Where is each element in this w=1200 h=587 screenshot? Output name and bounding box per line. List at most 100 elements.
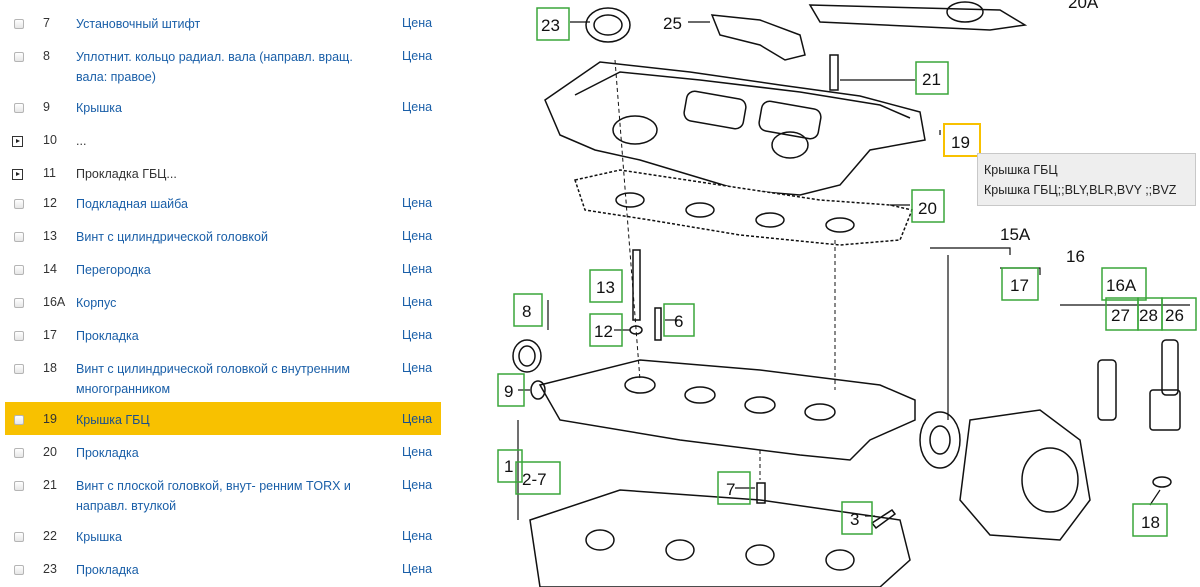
price-link[interactable]: Цена [402, 49, 433, 63]
part-row[interactable]: 8 Уплотнит. кольцо радиал. вала (направл.… [5, 39, 441, 90]
row-checkbox[interactable] [14, 52, 24, 62]
expand-toggle-icon[interactable] [12, 136, 23, 147]
callout-12: 12 [594, 322, 613, 341]
row-checkbox[interactable] [14, 298, 24, 308]
callout-20a: 20A [1068, 0, 1099, 12]
tooltip-details: Крышка ГБЦ;;BLY,BLR,BVY ;;BVZ [984, 183, 1177, 197]
part-name-link[interactable]: ... [76, 134, 87, 148]
part-row[interactable]: 19 Крышка ГБЦ Цена [5, 402, 441, 435]
price-link[interactable]: Цена [402, 229, 433, 243]
row-checkbox[interactable] [14, 232, 24, 242]
row-checkbox[interactable] [14, 364, 24, 374]
part-row[interactable]: 18 Винт с цилиндрической головкой с внутр… [5, 351, 441, 402]
callout-7: 7 [726, 480, 735, 499]
price-link[interactable]: Цена [402, 445, 433, 459]
callout-6: 6 [674, 312, 683, 331]
part-name-link[interactable]: Винт с цилиндрической головкой [76, 230, 268, 244]
part-name-link[interactable]: Крышка [76, 101, 122, 115]
expand-toggle-icon[interactable] [12, 169, 23, 180]
part-number: 22 [43, 529, 57, 543]
part-row[interactable]: 10... [5, 123, 441, 156]
part-name-link[interactable]: Прокладка ГБЦ... [76, 167, 177, 181]
price-link[interactable]: Цена [402, 16, 433, 30]
price-link[interactable]: Цена [402, 529, 433, 543]
part-row[interactable]: 22 Крышка Цена [5, 519, 441, 552]
part-row[interactable]: 20 Прокладка Цена [5, 435, 441, 468]
price-link[interactable]: Цена [402, 412, 433, 426]
timing-housing-drawing [959, 409, 1091, 541]
row-checkbox[interactable] [14, 103, 24, 113]
part-name-link[interactable]: Перегородка [76, 263, 151, 277]
row-checkbox[interactable] [14, 199, 24, 209]
row-checkbox[interactable] [14, 331, 24, 341]
callout-1: 1 [504, 457, 513, 476]
part-number: 18 [43, 361, 57, 375]
row-checkbox[interactable] [14, 19, 24, 29]
price-link[interactable]: Цена [402, 100, 433, 114]
row-checkbox[interactable] [14, 481, 24, 491]
callout-18: 18 [1141, 513, 1160, 532]
part-row[interactable]: 13 Винт с цилиндрической головкой Цена [5, 219, 441, 252]
part-name-link[interactable]: Крышка ГБЦ [76, 413, 150, 427]
part-row[interactable]: 23 Прокладка Цена [5, 552, 441, 585]
part-name-link[interactable]: Прокладка [76, 329, 139, 343]
cylinder-head-drawing [538, 359, 916, 461]
part-row[interactable]: 11 Прокладка ГБЦ... [5, 156, 441, 186]
callout-2-7: 2-7 [522, 470, 547, 489]
row-checkbox[interactable] [14, 448, 24, 458]
part-row[interactable]: 16A Корпус Цена [5, 285, 441, 318]
gasket-drawing [574, 169, 914, 246]
callout-23: 23 [541, 16, 560, 35]
part-number: 14 [43, 262, 57, 276]
part-number: 8 [43, 49, 50, 63]
part-name-link[interactable]: Установочный штифт [76, 17, 201, 31]
part-number: 9 [43, 100, 50, 114]
price-link[interactable]: Цена [402, 196, 433, 210]
callout-17: 17 [1010, 276, 1029, 295]
price-link[interactable]: Цена [402, 478, 433, 492]
callout-27: 27 [1111, 306, 1130, 325]
part-row[interactable]: 9 Крышка Цена [5, 90, 441, 123]
price-link[interactable]: Цена [402, 295, 433, 309]
part-number: 21 [43, 478, 57, 492]
price-link[interactable]: Цена [402, 328, 433, 342]
part-name-link[interactable]: Винт с плоской головкой, внут- ренним TO… [76, 479, 351, 513]
callout-9: 9 [504, 382, 513, 401]
part-name-link[interactable]: Прокладка [76, 446, 139, 460]
part-name-link[interactable]: Уплотнит. кольцо радиал. вала (направл. … [76, 50, 353, 84]
part-name-link[interactable]: Винт с цилиндрической головкой с внутрен… [76, 362, 350, 396]
price-link[interactable]: Цена [402, 361, 433, 375]
callout-21: 21 [922, 70, 941, 89]
callout-20: 20 [918, 199, 937, 218]
part-number: 23 [43, 562, 57, 576]
callout-19: 19 [951, 133, 970, 152]
part-name-link[interactable]: Корпус [76, 296, 117, 310]
callout-8: 8 [522, 302, 531, 321]
part-number: 16A [43, 295, 66, 309]
callout-28: 28 [1139, 306, 1158, 325]
part-name-link[interactable]: Крышка [76, 530, 122, 544]
row-checkbox[interactable] [14, 565, 24, 575]
part-number: 19 [43, 412, 57, 426]
part-row[interactable]: 14 Перегородка Цена [5, 252, 441, 285]
callout-26: 26 [1165, 306, 1184, 325]
price-link[interactable]: Цена [402, 562, 433, 576]
part-number: 20 [43, 445, 57, 459]
row-checkbox[interactable] [14, 265, 24, 275]
part-tooltip: Крышка ГБЦ Крышка ГБЦ;;BLY,BLR,BVY ;;BVZ [977, 153, 1196, 206]
price-link[interactable]: Цена [402, 262, 433, 276]
exploded-parts-diagram: 23 25 20A 21 19 20 15A 16 17 16A 27 28 2… [497, 0, 1197, 587]
part-number: 13 [43, 229, 57, 243]
part-row[interactable]: 12 Подкладная шайба Цена [5, 186, 441, 219]
part-row[interactable]: 21 Винт с плоской головкой, внут- ренним … [5, 468, 441, 519]
part-number: 12 [43, 196, 57, 210]
part-name-link[interactable]: Подкладная шайба [76, 197, 188, 211]
callout-16a: 16A [1106, 276, 1137, 295]
part-name-link[interactable]: Прокладка [76, 563, 139, 577]
row-checkbox[interactable] [14, 532, 24, 542]
part-number: 11 [43, 166, 56, 180]
row-checkbox[interactable] [14, 415, 24, 425]
callout-25: 25 [663, 14, 682, 33]
